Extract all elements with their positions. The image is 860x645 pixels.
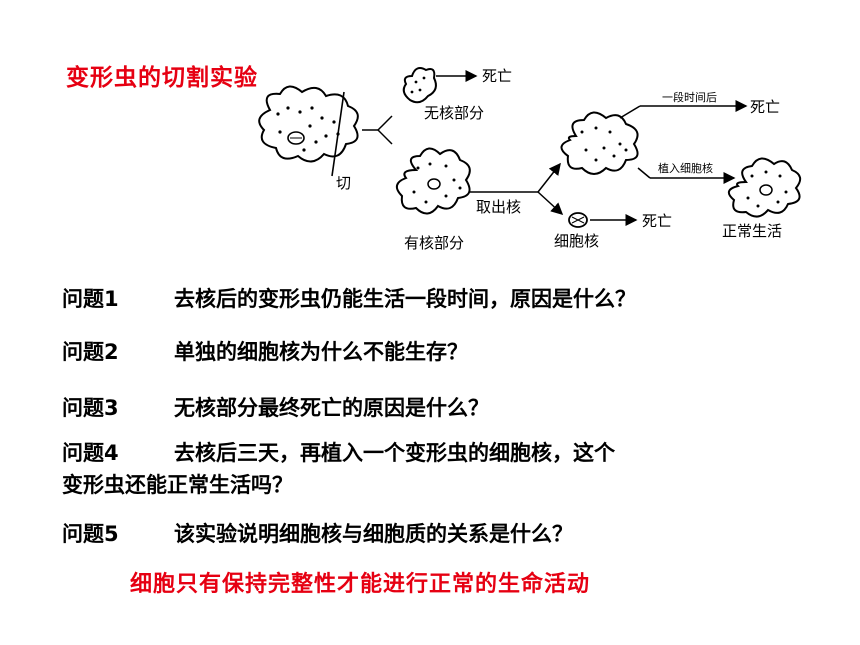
cut-label: 切 bbox=[336, 174, 351, 192]
question-1: 问题1 去核后的变形虫仍能生活一段时间，原因是什么？ bbox=[62, 283, 636, 315]
question-number: 问题5 bbox=[62, 522, 119, 546]
amoeba-cutting-diagram: 切 死亡 无核部分 有核部分 取出核 一段时间后 死亡 植入细胞核 bbox=[258, 67, 802, 252]
implant-nucleus-label: 植入细胞核 bbox=[658, 161, 713, 175]
question-2: 问题2 单独的细胞核为什么不能生存？ bbox=[62, 336, 468, 368]
no-nucleus-fragment bbox=[402, 67, 437, 104]
original-amoeba bbox=[258, 85, 359, 163]
cut-line bbox=[331, 91, 345, 177]
enucleated-amoeba bbox=[560, 111, 639, 175]
conclusion-text: 细胞只有保持完整性才能进行正常的生命活动 bbox=[130, 572, 591, 597]
slide-title: 变形虫的切割实验 bbox=[66, 65, 258, 91]
question-5: 问题5 该实验说明细胞核与细胞质的关系是什么？ bbox=[62, 518, 573, 550]
question-number: 问题4 bbox=[62, 441, 119, 465]
death-label-3: 死亡 bbox=[642, 212, 672, 230]
question-3: 问题3 无核部分最终死亡的原因是什么？ bbox=[62, 392, 489, 424]
nucleus-label: 细胞核 bbox=[554, 232, 599, 250]
question-text: 单独的细胞核为什么不能生存？ bbox=[174, 340, 468, 364]
nucleated-part-label: 有核部分 bbox=[404, 234, 464, 252]
no-nucleus-part-label: 无核部分 bbox=[424, 104, 484, 122]
after-a-while-label: 一段时间后 bbox=[662, 90, 717, 104]
question-4: 问题4 去核后三天，再植入一个变形虫的细胞核，这个 变形虫还能正常生活吗？ bbox=[62, 437, 615, 501]
question-number: 问题3 bbox=[62, 396, 119, 420]
question-number: 问题1 bbox=[62, 287, 119, 311]
nucleated-part-amoeba bbox=[395, 147, 471, 215]
question-text: 去核后三天，再植入一个变形虫的细胞核，这个 bbox=[174, 441, 615, 465]
question-text: 无核部分最终死亡的原因是什么？ bbox=[174, 396, 489, 420]
question-number: 问题2 bbox=[62, 340, 119, 364]
normal-life-label: 正常生活 bbox=[722, 222, 782, 240]
death-label-1: 死亡 bbox=[482, 67, 512, 85]
question-text-continued: 变形虫还能正常生活吗？ bbox=[62, 473, 293, 497]
death-label-2: 死亡 bbox=[750, 98, 780, 116]
extract-nucleus-label: 取出核 bbox=[476, 198, 521, 216]
isolated-nucleus bbox=[568, 212, 588, 228]
question-text: 去核后的变形虫仍能生活一段时间，原因是什么？ bbox=[174, 287, 636, 311]
normal-life-amoeba bbox=[727, 157, 802, 218]
question-text: 该实验说明细胞核与细胞质的关系是什么？ bbox=[174, 522, 573, 546]
